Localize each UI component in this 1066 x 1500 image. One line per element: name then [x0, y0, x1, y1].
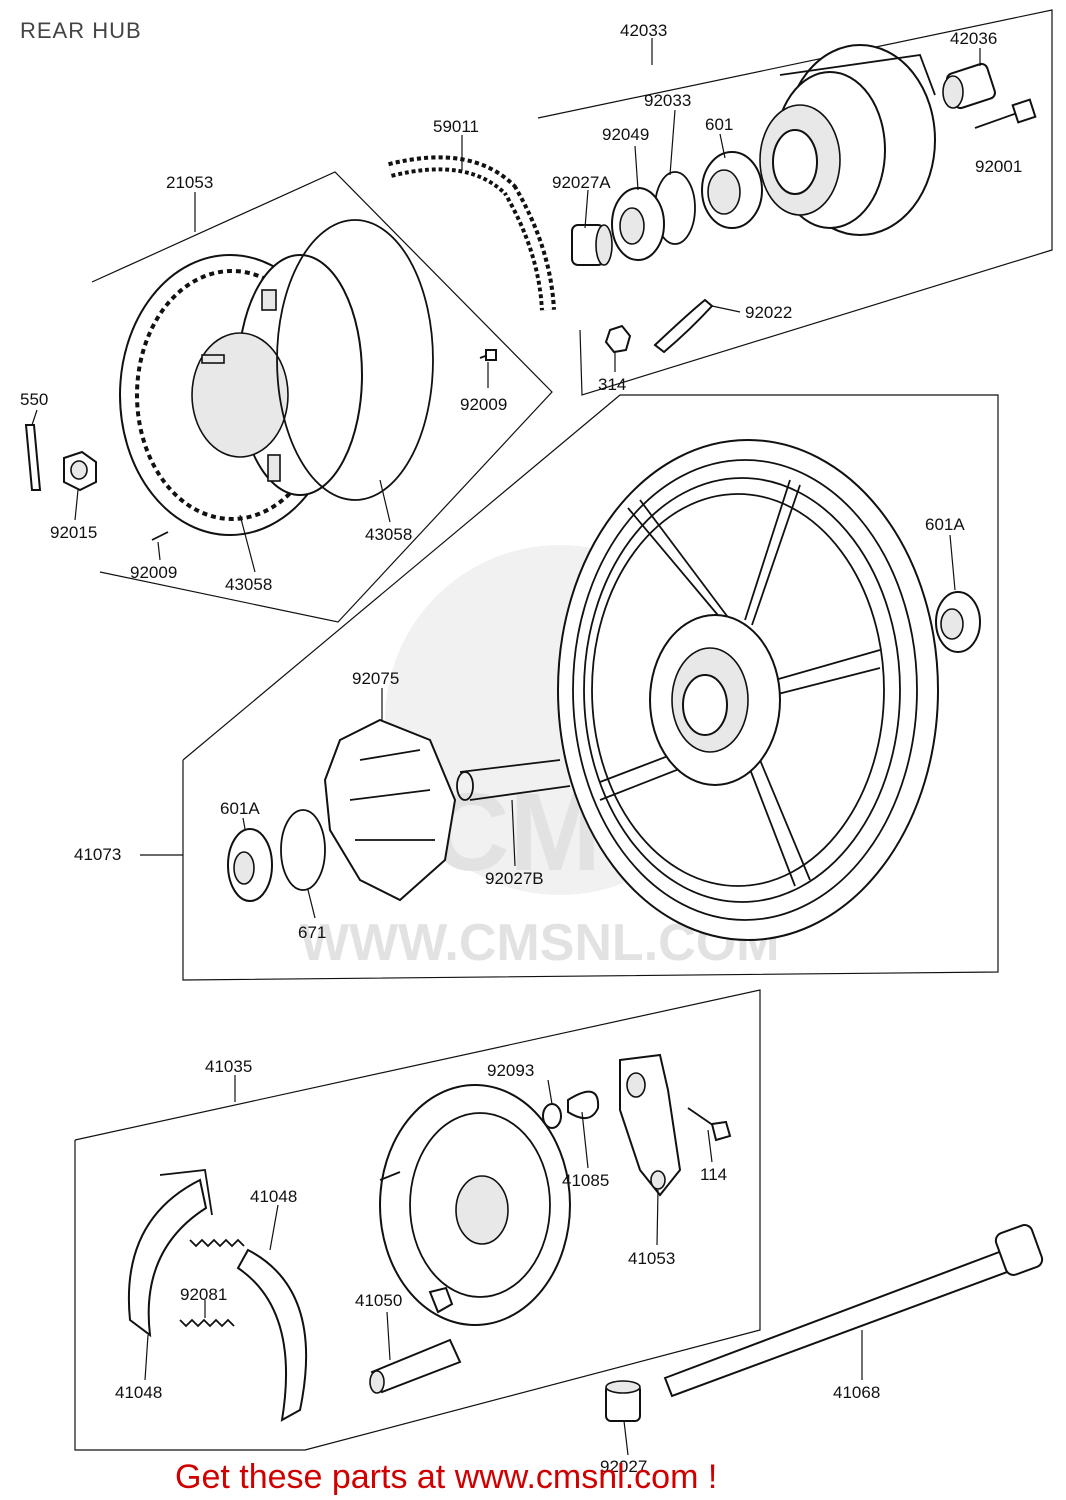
bearing-601A-right[interactable] — [935, 591, 981, 653]
label-41085: 41085 — [562, 1171, 609, 1190]
lever-41053[interactable] — [619, 1053, 682, 1197]
label-21053: 21053 — [166, 173, 213, 192]
label-43058-right: 43058 — [365, 525, 412, 544]
collar-42036[interactable] — [942, 62, 997, 110]
group-frame-sprocket — [91, 171, 553, 623]
label-314: 314 — [598, 375, 626, 394]
label-92075: 92075 — [352, 669, 399, 688]
part-labels: 42033 42036 92033 92049 601 92027A 92001… — [20, 21, 1022, 1476]
bolt-114[interactable] — [687, 1107, 732, 1142]
label-92009-left: 92009 — [130, 563, 177, 582]
collar-92027[interactable] — [605, 1380, 641, 1422]
brake-cam-41050[interactable] — [369, 1338, 462, 1394]
label-601: 601 — [705, 115, 733, 134]
label-671: 671 — [298, 923, 326, 942]
label-601A-left: 601A — [220, 799, 260, 818]
sprocket-21053[interactable] — [119, 254, 363, 536]
label-92015: 92015 — [50, 523, 97, 542]
bolt-92001[interactable] — [974, 98, 1037, 129]
label-92081: 92081 — [180, 1285, 227, 1304]
brake-shoe-left[interactable] — [127, 1169, 213, 1338]
clip-92022[interactable] — [653, 298, 714, 354]
label-43058-left: 43058 — [225, 575, 272, 594]
o-ring-671[interactable] — [280, 809, 326, 891]
bolt-92009-left[interactable] — [151, 531, 169, 541]
nut-314[interactable] — [604, 324, 632, 354]
label-41048-bottom: 41048 — [115, 1383, 162, 1402]
collar-92027B[interactable] — [456, 759, 571, 801]
nut-92015[interactable] — [63, 450, 97, 492]
bolt-92009-right[interactable] — [479, 349, 497, 361]
label-59011: 59011 — [433, 117, 479, 136]
label-41068: 41068 — [833, 1383, 880, 1402]
damper-92075[interactable] — [323, 718, 457, 902]
brake-panel[interactable] — [379, 1084, 571, 1326]
ring-43058[interactable] — [276, 219, 434, 501]
seal-92049[interactable] — [611, 187, 665, 261]
chain-59011[interactable] — [388, 155, 556, 311]
group-frame-brake — [74, 989, 761, 1451]
wheel-rim[interactable] — [557, 439, 939, 941]
label-41035: 41035 — [205, 1057, 252, 1076]
bearing-601A-left[interactable] — [227, 828, 273, 902]
axle-41068[interactable] — [663, 1223, 1044, 1398]
label-41073: 41073 — [74, 845, 121, 864]
hub-42033[interactable] — [759, 44, 936, 236]
label-41050: 41050 — [355, 1291, 402, 1310]
label-41053: 41053 — [628, 1249, 675, 1268]
label-92033: 92033 — [644, 91, 691, 110]
page-title: REAR HUB — [20, 18, 142, 43]
label-41048-top: 41048 — [250, 1187, 297, 1206]
footer-link[interactable]: Get these parts at www.cmsnl.com ! — [175, 1458, 717, 1496]
leader-lines — [31, 38, 981, 1456]
label-42033: 42033 — [620, 21, 667, 40]
brake-shoe-right[interactable] — [236, 1248, 308, 1422]
label-114: 114 — [700, 1165, 727, 1184]
cotter-pin-550[interactable] — [24, 424, 42, 491]
collar-92027A[interactable] — [571, 224, 613, 266]
label-550: 550 — [20, 390, 48, 409]
label-92027B: 92027B — [485, 869, 544, 888]
label-42036: 42036 — [950, 29, 997, 48]
bearing-601[interactable] — [701, 151, 763, 229]
label-92022: 92022 — [745, 303, 792, 322]
label-92049: 92049 — [602, 125, 649, 144]
label-92093: 92093 — [487, 1061, 534, 1080]
washer-41085[interactable] — [542, 1090, 600, 1129]
label-601A-right: 601A — [925, 515, 965, 534]
springs-92081[interactable] — [179, 1238, 245, 1328]
label-92001: 92001 — [975, 157, 1022, 176]
label-92027A: 92027A — [552, 173, 611, 192]
group-frame-wheel — [182, 394, 999, 981]
label-92009-right: 92009 — [460, 395, 507, 414]
group-frame-hub — [537, 9, 1053, 396]
label-92027: 92027 — [600, 1457, 647, 1476]
